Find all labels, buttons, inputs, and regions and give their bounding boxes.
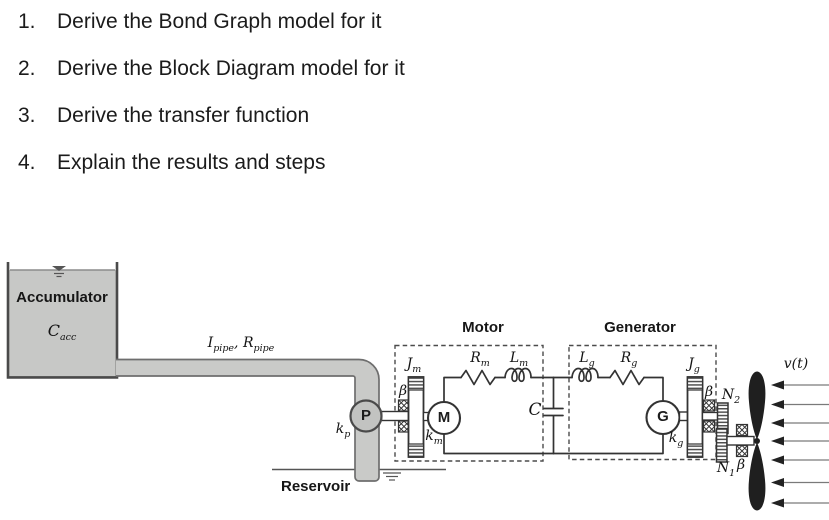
task-list: 1. Derive the Bond Graph model for it 2.…: [18, 6, 478, 194]
motor-inductor-label: Lm: [509, 350, 529, 369]
propeller-blade-top: [748, 371, 766, 440]
generator-top-wire: [643, 376, 664, 402]
pump-motor-shaft: [380, 410, 410, 422]
propeller-shaft: [726, 435, 755, 446]
pump-letter: P: [360, 407, 371, 424]
generator-box: [568, 344, 717, 461]
inductor-lg: [571, 367, 599, 383]
motor-title: Motor: [462, 319, 504, 336]
resistor-rg: [609, 369, 645, 386]
task-text: Derive the transfer function: [57, 104, 310, 127]
task-item: 2. Derive the Block Diagram model for it: [18, 53, 478, 84]
task-item: 1. Derive the Bond Graph model for it: [18, 6, 478, 37]
flow-arrow-icon: [771, 455, 829, 465]
flow-arrow-icon: [771, 380, 829, 390]
bearing-icon: [735, 444, 749, 458]
accumulator-capacitance-label: Cacc: [47, 321, 77, 344]
generator-inertia-label: Jg: [688, 356, 700, 375]
task-number: 1.: [18, 10, 36, 33]
flow-arrow-icon: [771, 478, 829, 487]
flow-arrow-icon: [771, 498, 829, 508]
task-number: 4.: [18, 151, 36, 174]
gear-n1: [715, 427, 728, 463]
pipe: [116, 358, 380, 482]
generator-title: Generator: [604, 319, 676, 336]
gear-bearing-label: β: [736, 457, 746, 473]
motor-bearing-label: β: [398, 383, 408, 399]
task-number: 3.: [18, 104, 36, 127]
flow-arrow-icon: [771, 436, 829, 446]
propeller-blade-bottom: [748, 442, 766, 511]
bearing-icon: [702, 420, 716, 433]
velocity-label: v(t): [783, 356, 809, 372]
task-number: 2.: [18, 57, 36, 80]
generator-constant-label: kg: [668, 430, 684, 449]
reservoir-title: Reservoir: [281, 478, 351, 495]
task-text: Derive the Block Diagram model for it: [57, 57, 405, 80]
generator-letter: G: [657, 408, 669, 425]
generator-inductor-label: Lg: [579, 350, 595, 369]
task-item: 3. Derive the transfer function: [18, 100, 478, 131]
pipe-label: Ipipe, Rpipe: [207, 335, 275, 354]
generator-assembly: [645, 376, 720, 458]
flow-arrows: [771, 380, 829, 508]
generator-resistor-label: Rg: [620, 350, 638, 369]
bearing-icon: [702, 399, 716, 412]
motor-resistor-label: Rm: [470, 350, 490, 369]
task-text: Explain the results and steps: [57, 151, 326, 174]
generator-bottom-wire: [552, 434, 664, 455]
motor-constant-label: km: [425, 428, 443, 447]
task-text: Derive the Bond Graph model for it: [57, 10, 382, 33]
capacitor-label: C: [528, 400, 542, 420]
motor-inertia-label: Jm: [406, 356, 422, 375]
propeller: [748, 371, 766, 511]
motor-top-wire: [443, 376, 462, 403]
pump-circle: [349, 399, 383, 433]
flow-arrow-icon: [771, 400, 829, 409]
propeller-hub: [754, 438, 760, 444]
flow-arrow-icon: [771, 418, 829, 428]
pump-constant-label: kp: [335, 421, 351, 440]
inductor-lm: [504, 367, 532, 383]
motor-assembly: [380, 376, 462, 458]
task-item: 4. Explain the results and steps: [18, 147, 478, 178]
bearing-icon: [735, 423, 749, 437]
gear-n2-label: N2: [721, 387, 741, 406]
generator-bearing-label: β: [704, 384, 714, 400]
gear-n1-label: N1: [716, 460, 736, 479]
accumulator-tank: [6, 262, 119, 379]
capacitor-c: [543, 376, 564, 455]
motor-bottom-wire: [443, 376, 555, 455]
tank-water-symbol: [52, 266, 66, 271]
gear-train: [715, 402, 755, 463]
resistor-rm: [460, 369, 496, 386]
accumulator-title: Accumulator: [16, 289, 108, 306]
motor-letter: M: [437, 409, 451, 426]
circuit: [443, 367, 664, 455]
motor-circle: [426, 400, 462, 436]
